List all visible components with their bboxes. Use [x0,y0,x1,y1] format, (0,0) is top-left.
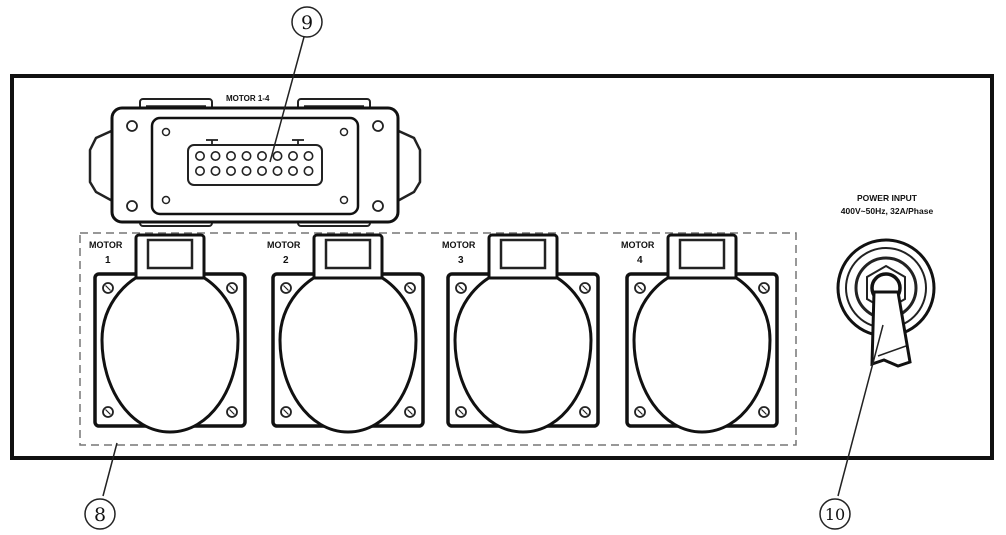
power-input-title: POWER INPUT [857,193,918,203]
outlet-group-outline [79,232,797,446]
connector-pins [195,151,314,177]
connector-pin [210,166,221,177]
outlet-number: 2 [283,255,289,266]
callout-power-number: 10 [825,505,845,524]
callout-power: 10 [819,324,884,530]
outlet-row: MOTOR 1 MOTOR 2 MOTOR 3 MOTOR 4 [89,233,779,434]
outlet-number: 3 [458,255,464,266]
connector-pin [226,166,237,177]
connector-pin [195,166,206,177]
connector-pin [256,151,267,162]
multipin-connector [88,98,422,227]
outlet-lid [278,276,418,434]
outlet-name: MOTOR [621,240,655,250]
outlet-name: MOTOR [89,240,123,250]
connector-pin [303,151,314,162]
connector-pin [287,151,298,162]
outlet-3: MOTOR 3 [442,233,600,434]
connector-pin [241,151,252,162]
power-input-rating: 400V~50Hz, 32A/Phase [841,206,934,216]
connector-label: MOTOR 1-4 [226,94,270,103]
outlet-name: MOTOR [442,240,476,250]
outlet-number: 1 [105,255,111,266]
callout-outlets-number: 8 [94,504,106,526]
callout-outlets: 8 [84,442,118,530]
outlet-2: MOTOR 2 [267,233,425,434]
connector-pin [256,166,267,177]
outlet-4: MOTOR 4 [621,233,779,434]
connector-pin [303,166,314,177]
outlet-1: MOTOR 1 [89,233,247,434]
connector-pin [195,151,206,162]
callout-connector: 9 [269,6,323,163]
connector-pin [272,166,283,177]
power-input-connector [836,238,936,368]
outlet-lid [100,276,240,434]
callout-connector-number: 9 [301,12,313,34]
outlet-lid [453,276,593,434]
outlet-name: MOTOR [267,240,301,250]
connector-pin [210,151,221,162]
connector-pin [241,166,252,177]
connector-pin [287,166,298,177]
outlet-lid [632,276,772,434]
connector-pin [226,151,237,162]
outlet-number: 4 [637,255,643,266]
connector-pin [272,151,283,162]
